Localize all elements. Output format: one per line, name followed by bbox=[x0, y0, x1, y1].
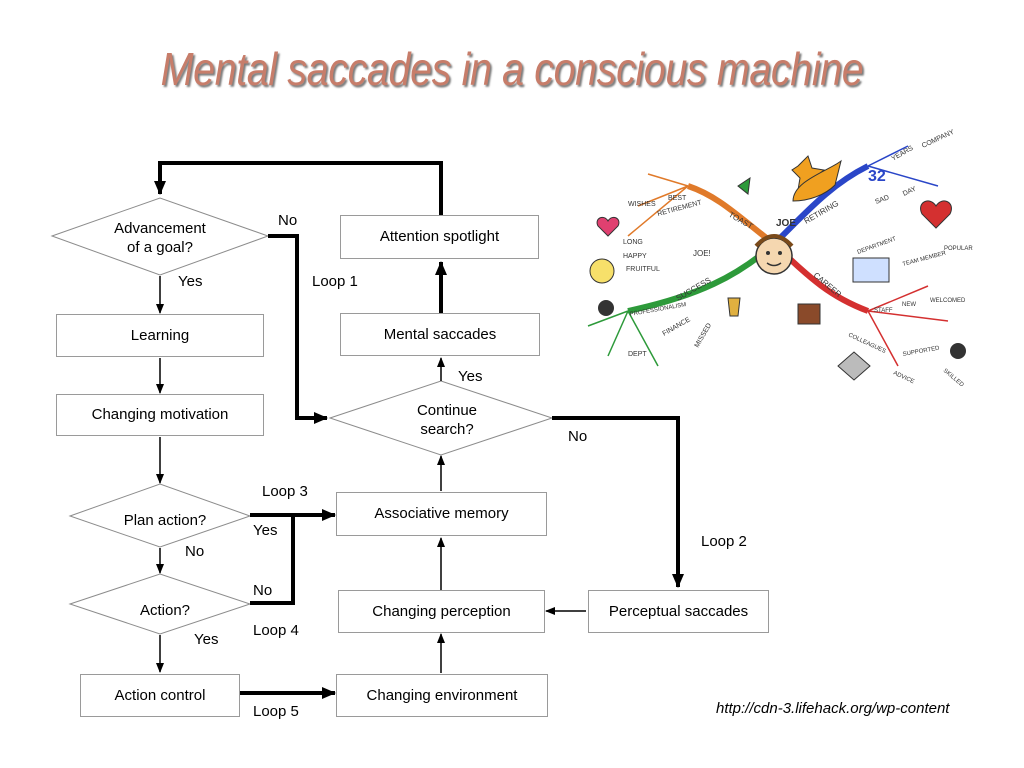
mindmap-word: WELCOMED bbox=[930, 298, 966, 304]
mindmap-center-text: JOE bbox=[776, 218, 796, 229]
mindmap-word: STAFF bbox=[874, 308, 893, 314]
attention-spotlight-box: Attention spotlight bbox=[340, 215, 539, 259]
action-text: Action? bbox=[139, 602, 191, 619]
mindmap-word: JOE! bbox=[693, 249, 711, 258]
label-no-advancement: No bbox=[278, 212, 298, 229]
mindmap-word: DEPARTMENT bbox=[857, 236, 898, 256]
perceptual-saccades-box: Perceptual saccades bbox=[588, 590, 769, 633]
mindmap-word: DEPT bbox=[628, 351, 647, 358]
mindmap-word: SKILLED bbox=[942, 368, 965, 389]
mindmap-word: FINANCE bbox=[662, 316, 692, 338]
learning-box: Learning bbox=[56, 314, 264, 357]
mindmap-word: HAPPY bbox=[623, 253, 647, 260]
changing-perception-label: Changing perception bbox=[372, 602, 511, 620]
continue-search-text: Continue search? bbox=[387, 401, 507, 439]
attention-spotlight-label: Attention spotlight bbox=[379, 228, 500, 245]
mindmap-word: DAY bbox=[902, 185, 918, 197]
mindmap-word: MISSED bbox=[694, 322, 713, 349]
label-yes-plan: Yes bbox=[253, 522, 278, 539]
mindmap-word: TEAM MEMBER bbox=[902, 250, 947, 268]
learning-label: Learning bbox=[130, 326, 190, 344]
mindmap-number: 32 bbox=[868, 168, 886, 185]
label-no-continue: No bbox=[568, 428, 588, 445]
label-no-plan: No bbox=[185, 543, 205, 560]
label-loop2: Loop 2 bbox=[701, 533, 747, 550]
mental-saccades-label: Mental saccades bbox=[383, 325, 497, 343]
mindmap-word: POPULAR bbox=[944, 246, 973, 252]
label-loop1: Loop 1 bbox=[312, 273, 358, 290]
mind-map-illustration: JOE 32 TOAST RETIRING SUCCESS CAREER BES… bbox=[587, 129, 973, 389]
advancement-line2: of a goal? bbox=[127, 239, 193, 256]
perceptual-saccades-label: Perceptual saccades bbox=[608, 602, 749, 620]
changing-environment-box: Changing environment bbox=[336, 674, 548, 717]
image-credit: http://cdn-3.lifehack.org/wp-content bbox=[716, 700, 950, 717]
mindmap-word: ADVICE bbox=[892, 370, 915, 385]
mindmap-word: WISHES bbox=[628, 201, 656, 208]
changing-motivation-box: Changing motivation bbox=[56, 394, 264, 436]
changing-motivation-label: Changing motivation bbox=[91, 406, 229, 423]
associative-memory-box: Associative memory bbox=[336, 492, 547, 536]
mindmap-word: YEARS bbox=[891, 145, 915, 163]
advancement-line1: Advancement bbox=[114, 220, 206, 237]
loop2-path bbox=[552, 416, 684, 588]
continue-line1: Continue bbox=[416, 402, 478, 419]
plan-action-text: Plan action? bbox=[123, 512, 207, 529]
mindmap-word: BEST bbox=[668, 195, 687, 202]
mental-saccades-box: Mental saccades bbox=[340, 313, 540, 356]
action-control-label: Action control bbox=[114, 686, 206, 704]
associative-memory-label: Associative memory bbox=[374, 505, 509, 522]
label-yes-continue: Yes bbox=[458, 368, 483, 385]
label-yes-advancement: Yes bbox=[178, 273, 203, 290]
mindmap-word: FRUITFUL bbox=[626, 266, 660, 273]
label-loop4: Loop 4 bbox=[253, 622, 299, 639]
continue-line2: search? bbox=[420, 421, 474, 438]
changing-environment-label: Changing environment bbox=[366, 686, 518, 704]
loop-top-return bbox=[154, 161, 443, 215]
label-loop3: Loop 3 bbox=[262, 483, 308, 500]
mindmap-word: RETIREMENT bbox=[657, 199, 703, 218]
label-yes-action: Yes bbox=[194, 631, 219, 648]
label-loop5: Loop 5 bbox=[253, 703, 299, 720]
label-no-action: No bbox=[253, 582, 273, 599]
loop-no-advancement bbox=[268, 234, 328, 424]
slide-title: Mental saccades in a conscious machine bbox=[160, 43, 864, 95]
mindmap-word: NEW bbox=[902, 302, 916, 308]
changing-perception-box: Changing perception bbox=[338, 590, 545, 633]
mindmap-word: LONG bbox=[623, 239, 643, 246]
mindmap-word: COMPANY bbox=[921, 129, 956, 150]
mindmap-word: SAD bbox=[874, 194, 890, 206]
mindmap-word: COLLEAGUES bbox=[847, 332, 886, 355]
loop4-path bbox=[250, 515, 295, 605]
mindmap-word: SUPPORTED bbox=[902, 345, 940, 357]
mindmap-branch-toast: TOAST bbox=[727, 210, 755, 231]
action-control-box: Action control bbox=[80, 674, 240, 717]
advancement-text: Advancement of a goal? bbox=[100, 219, 220, 257]
